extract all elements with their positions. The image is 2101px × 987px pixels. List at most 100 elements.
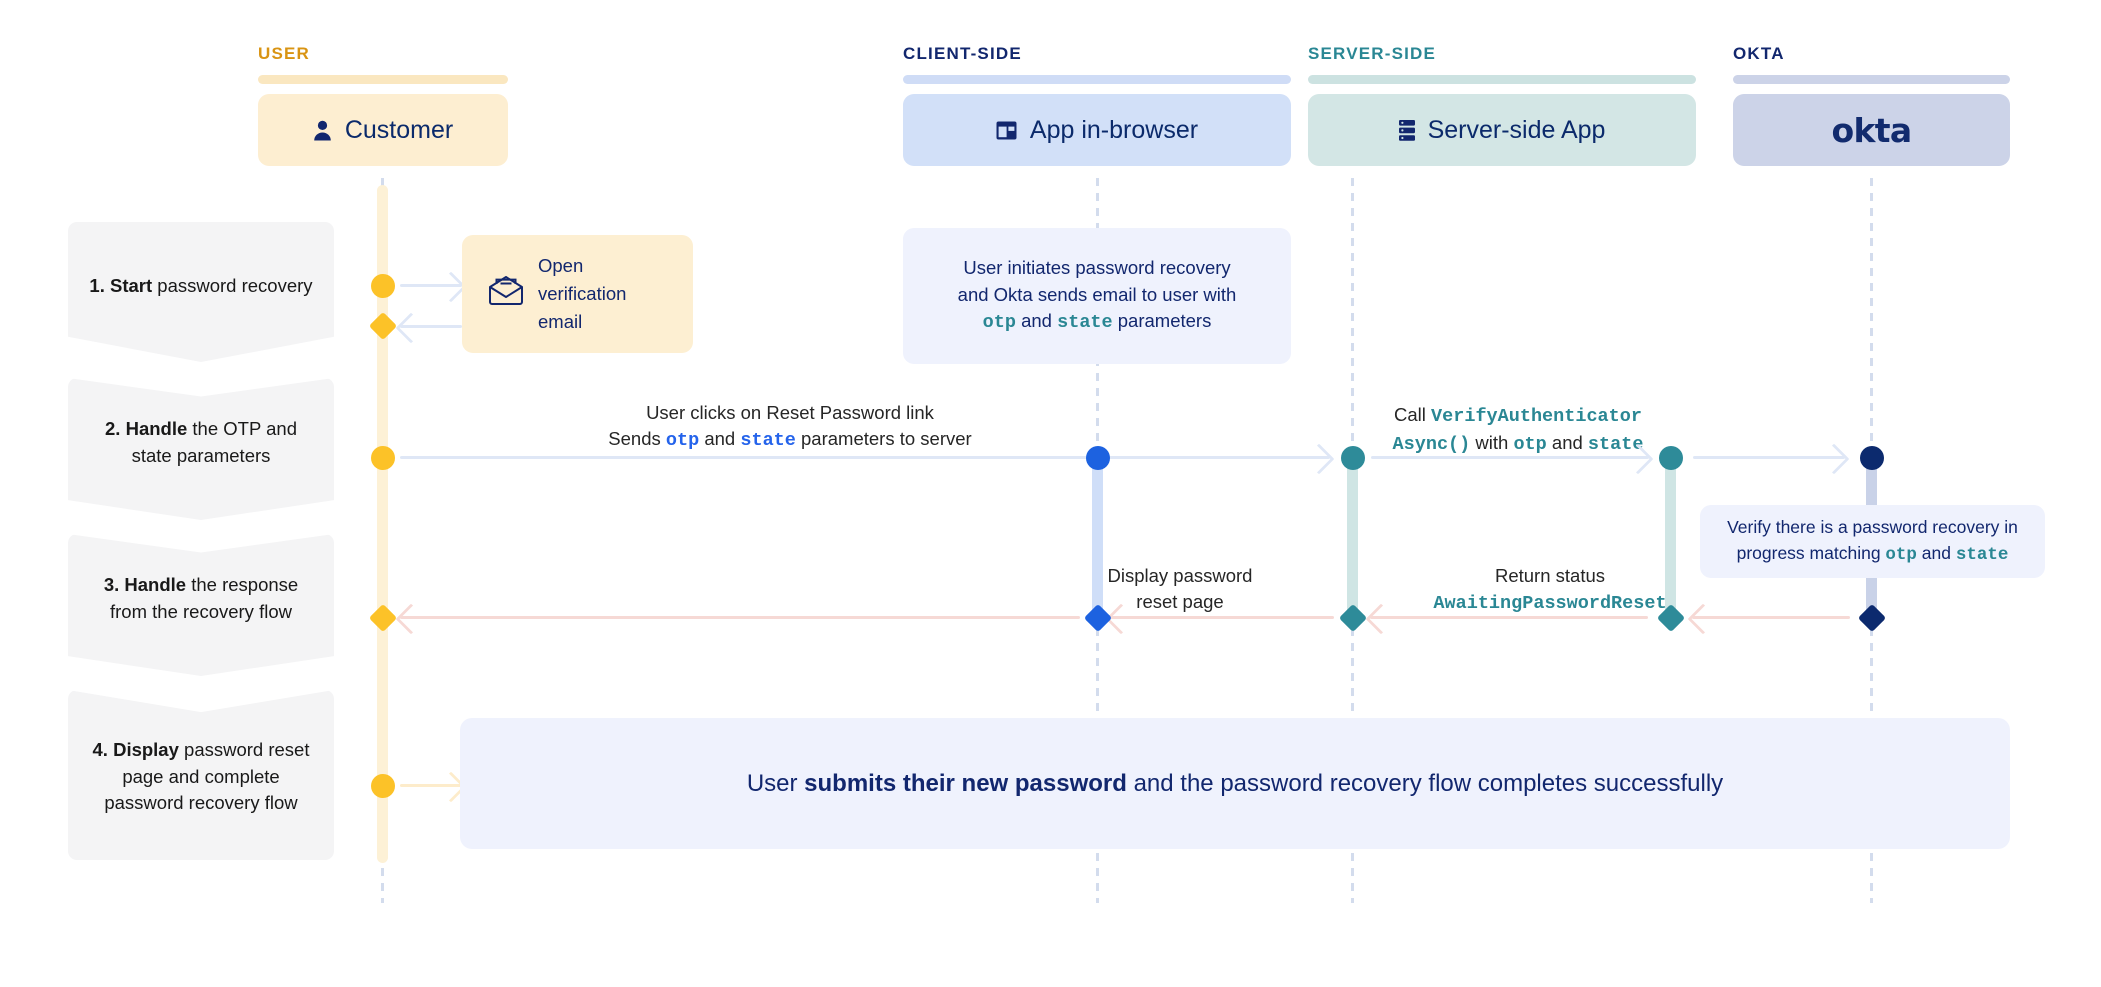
person-icon <box>313 120 332 141</box>
note-verify-otp: otp <box>1885 544 1917 565</box>
verify-call-l1a: Call <box>1394 404 1432 425</box>
step-1-bold: Start <box>110 274 153 296</box>
arrow-shaft <box>1692 616 1850 619</box>
reset-link-l1: User clicks on Reset Password link <box>646 402 934 423</box>
column-title-server: SERVER-SIDE <box>1308 44 1437 63</box>
column-rule-user <box>258 75 508 84</box>
note-open-email-text: Open verification email <box>538 252 626 336</box>
note-verify-password-recovery[interactable]: Verify there is a password recovery in p… <box>1700 505 2045 578</box>
note-verify-l2a: progress matching <box>1736 542 1886 563</box>
marker-server2-dot-2 <box>1659 446 1683 470</box>
activation-user <box>377 185 388 863</box>
verify-call-async: Async() <box>1392 434 1471 456</box>
step-card-2[interactable]: 2. Handle the OTP and state parameters <box>68 378 334 520</box>
marker-user-dot-1 <box>371 274 395 298</box>
arrow-client-to-user <box>395 603 1080 635</box>
message-label-reset-link: User clicks on Reset Password link Sends… <box>520 400 1060 455</box>
participant-box-okta[interactable]: okta <box>1733 94 2010 166</box>
marker-server-diamond-3 <box>1338 603 1368 633</box>
arrow-shaft <box>400 616 1080 619</box>
arrow-shaft <box>1110 616 1334 619</box>
arrow-shaft <box>400 284 462 287</box>
step-card-3[interactable]: 3. Handle the response from the recovery… <box>68 534 334 676</box>
arrow-server2-to-okta <box>1693 443 1850 475</box>
participant-box-server[interactable]: Server-side App <box>1308 94 1696 166</box>
note-initiates-text: User initiates password recovery and Okt… <box>958 255 1237 337</box>
marker-user-dot-2 <box>371 446 395 470</box>
participant-box-user[interactable]: Customer <box>258 94 508 166</box>
column-header-user: USER Customer <box>258 45 508 166</box>
note-verify-state: state <box>1955 544 2009 565</box>
note-initiates-l2: and Okta sends email to user with <box>957 283 1237 305</box>
arrow-shaft <box>1371 456 1649 459</box>
note-open-verification-email[interactable]: Open verification email <box>462 235 693 353</box>
step-card-2-text: 2. Handle the OTP and state parameters <box>68 416 334 470</box>
note-initiates-params: parameters <box>1112 310 1212 332</box>
arrow-head <box>1818 443 1850 475</box>
marker-okta-dot-2 <box>1860 446 1884 470</box>
marker-user-dot-4 <box>371 774 395 798</box>
return-status-l1: Return status <box>1494 565 1606 586</box>
note-user-initiates-recovery[interactable]: User initiates password recovery and Okt… <box>903 228 1291 364</box>
step-card-1-text: 1. Start password recovery <box>71 273 330 300</box>
arrow-open-email <box>400 271 467 303</box>
column-header-client: CLIENT-SIDE App in-browser <box>903 45 1291 166</box>
banner-b: submits their new password <box>804 769 1127 797</box>
note-verify-and: and <box>1916 542 1956 563</box>
step-card-3-text: 3. Handle the response from the recovery… <box>68 572 334 626</box>
message-label-return-status: Return status AwaitingPasswordReset <box>1380 563 1720 618</box>
verify-call-and: and <box>1546 432 1588 454</box>
step-3-num: 3. <box>103 574 120 596</box>
step-4-num: 4. <box>92 738 108 760</box>
step-2-num: 2. <box>105 418 121 440</box>
verify-call-otp: otp <box>1513 434 1547 456</box>
column-header-okta: OKTA okta <box>1733 45 2010 166</box>
column-title-user: USER <box>258 44 310 63</box>
note-initiates-l1: User initiates password recovery <box>963 256 1231 278</box>
arrow-okta-to-server2 <box>1687 603 1850 635</box>
note-open-email-l2: verification <box>538 282 627 304</box>
step-1-num: 1. <box>89 274 105 296</box>
column-rule-server <box>1308 75 1696 84</box>
reset-link-l2a: Sends <box>608 428 666 450</box>
column-header-server: SERVER-SIDE Server-side App <box>1308 45 1696 166</box>
step-2-bold: Handle <box>125 418 188 440</box>
arrow-server2-to-server <box>1365 603 1648 635</box>
step-1-rest: password recovery <box>152 274 313 296</box>
note-open-email-l3: email <box>538 311 583 333</box>
note-verify-l1: Verify there is a password recovery in <box>1727 517 2018 538</box>
browser-window-icon <box>996 121 1017 140</box>
note-open-email-l1: Open <box>538 254 584 276</box>
arrow-email-back <box>395 312 462 344</box>
note-initiates-otp: otp <box>982 312 1016 334</box>
activation-client <box>1092 452 1103 622</box>
reset-link-otp: otp <box>665 430 700 452</box>
participant-label-user: Customer <box>344 115 454 144</box>
okta-logo: okta <box>1831 110 1912 150</box>
verify-call-method: VerifyAuthenticator <box>1431 406 1642 427</box>
banner-text: User submits their new password and the … <box>747 770 1723 798</box>
column-title-client: CLIENT-SIDE <box>903 44 1022 63</box>
banner-c: and the password recovery flow completes… <box>1126 769 1724 797</box>
participant-box-client[interactable]: App in-browser <box>903 94 1291 166</box>
note-initiates-and: and <box>1015 310 1058 332</box>
server-stack-icon <box>1398 119 1415 141</box>
step-2-rest: the OTP and state parameters <box>131 418 297 466</box>
step-card-1[interactable]: 1. Start password recovery <box>68 222 334 362</box>
banner-flow-complete[interactable]: User submits their new password and the … <box>460 718 2010 849</box>
arrow-user-to-client <box>400 443 1335 475</box>
step-4-bold: Display <box>113 738 179 760</box>
reset-link-l2e: parameters to server <box>795 428 972 450</box>
step-card-4[interactable]: 4. Display password reset page and compl… <box>68 690 334 860</box>
display-reset-l1: Display password <box>1107 565 1253 586</box>
arrow-server-to-client <box>1105 603 1334 635</box>
envelope-open-icon <box>488 275 524 313</box>
arrow-head <box>1303 443 1335 475</box>
arrow-shaft <box>400 325 462 328</box>
verify-call-state: state <box>1587 434 1644 456</box>
participant-label-server: Server-side App <box>1427 115 1606 144</box>
arrow-server-to-okta <box>1371 443 1654 475</box>
arrow-shaft <box>1370 616 1648 619</box>
arrow-head <box>395 312 427 344</box>
